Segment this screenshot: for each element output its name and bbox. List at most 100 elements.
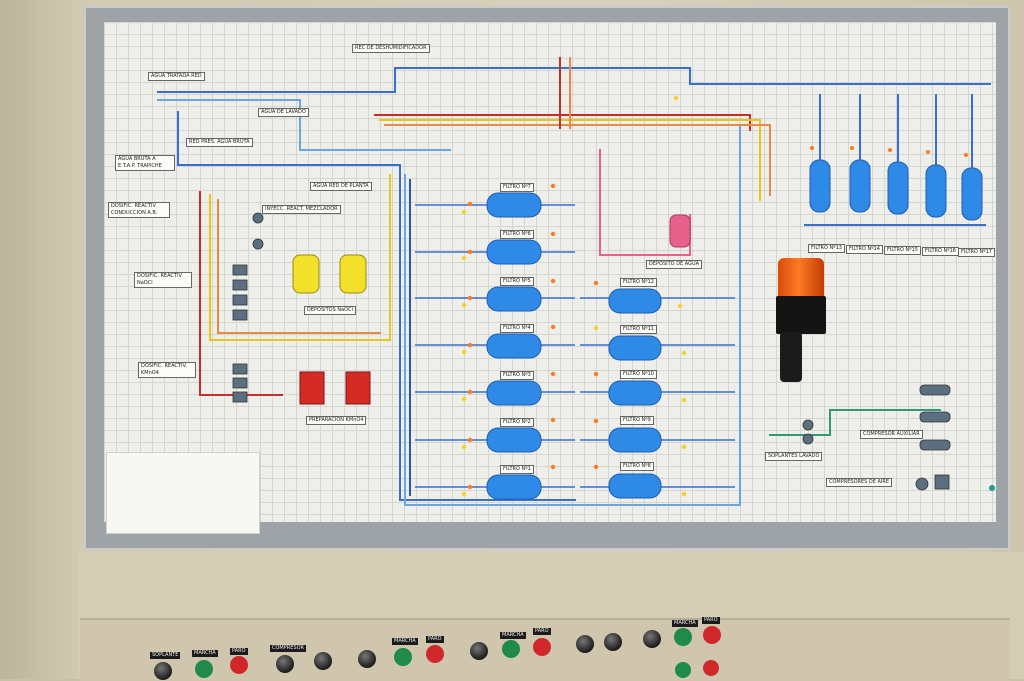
paper-notice xyxy=(106,452,260,534)
label-filtro-10: FILTRO Nº10 xyxy=(620,370,657,379)
tag-marcha-4: MARCHA xyxy=(672,620,698,627)
filter-tank-12 xyxy=(608,288,662,314)
mimic-diagram-board xyxy=(104,22,996,522)
filter-bank-right xyxy=(580,288,735,499)
naocl-tank-2 xyxy=(339,254,367,294)
pipe-yellow-line xyxy=(379,119,761,201)
filter-tank-1 xyxy=(486,474,542,500)
tag-compresor-1: COMPRESOR xyxy=(270,645,306,652)
selector-switch-1[interactable] xyxy=(154,662,172,680)
label-deposito-agua: DEPOSITO DE AGUA xyxy=(646,260,703,269)
label-filtro-9: FILTRO Nº9 xyxy=(620,416,654,425)
kmno4-tank-1 xyxy=(299,371,325,405)
pipe-kmno4 xyxy=(199,191,283,396)
label-inyecc-react: INYECC. REACT. MEZCLADOR xyxy=(262,205,341,214)
pumps xyxy=(232,212,951,491)
deposit-pink-tank xyxy=(669,214,691,248)
filter-tank-4 xyxy=(486,333,542,359)
label-filtro-15: FILTRO Nº15 xyxy=(884,246,921,255)
label-agua-lavado: AGUA DE LAVADO xyxy=(258,108,309,117)
filter-bank-left xyxy=(415,192,575,500)
pipe-treated-water xyxy=(157,99,451,151)
tag-paro-1: PARO xyxy=(230,648,248,655)
status-lamps xyxy=(461,95,995,497)
label-dosif-conduccion: DOSIFIC. REACTIV. CONDUCCION A.B. xyxy=(108,202,170,218)
carbon-filter-bank xyxy=(809,159,983,221)
kmno4-tank-2 xyxy=(345,371,371,405)
carbon-filter-15 xyxy=(887,161,909,215)
paro-button-5[interactable] xyxy=(703,660,719,676)
pipe-main-water xyxy=(157,67,991,93)
selector-switch-5[interactable] xyxy=(470,642,488,660)
pipe-orange-line xyxy=(384,124,771,196)
selector-switch-3[interactable] xyxy=(314,652,332,670)
beacon-mount xyxy=(780,332,802,382)
tag-paro-2: PARO xyxy=(426,636,444,643)
label-filtro-17: FILTRO Nº17 xyxy=(958,248,995,257)
warning-beacon-light xyxy=(778,258,824,298)
label-filtro-3: FILTRO Nº3 xyxy=(500,371,534,380)
label-filtro-5: FILTRO Nº5 xyxy=(500,277,534,286)
label-agua-bruta: AGUA BRUTA A E.T.A.P. TRAPICHE xyxy=(115,155,175,171)
label-rec-deshumidificador: REC DE DESHUMIDIFICADOR xyxy=(352,44,430,53)
carbon-filter-13 xyxy=(809,159,831,213)
label-filtro-1: FILTRO Nº1 xyxy=(500,465,534,474)
filter-tank-11 xyxy=(608,335,662,361)
tag-paro-3: PARO xyxy=(533,628,551,635)
marcha-button-5[interactable] xyxy=(675,662,691,678)
selector-switch-7[interactable] xyxy=(604,633,622,651)
carbon-filter-16 xyxy=(925,164,947,218)
pipe-carbon-inlets xyxy=(819,94,973,201)
marcha-button-4[interactable] xyxy=(674,628,692,646)
label-agua-red-planta: AGUA RED DE PLANTA xyxy=(310,182,372,191)
selector-switch-2[interactable] xyxy=(276,655,294,673)
filter-tank-6 xyxy=(486,239,542,265)
label-agua-tratada: AGUA TRATADA RED xyxy=(148,72,205,81)
filter-tank-10 xyxy=(608,380,662,406)
tag-soplante-1: SOPLANTE xyxy=(150,652,181,659)
label-filtro-14: FILTRO Nº14 xyxy=(846,245,883,254)
paro-button-4[interactable] xyxy=(703,626,721,644)
marcha-button-2[interactable] xyxy=(394,648,412,666)
tag-marcha-1: MARCHA xyxy=(192,650,218,657)
filter-tank-9 xyxy=(608,427,662,453)
filter-tank-7 xyxy=(486,192,542,218)
filter-tank-2 xyxy=(486,427,542,453)
carbon-filter-14 xyxy=(849,159,871,213)
label-filtro-4: FILTRO Nº4 xyxy=(500,324,534,333)
label-filtro-2: FILTRO Nº2 xyxy=(500,418,534,427)
paro-button-3[interactable] xyxy=(533,638,551,656)
tag-marcha-3: MARCHA xyxy=(500,632,526,639)
label-dosif-kmno4: DOSIFIC. REACTIV. KMnO4 xyxy=(138,362,196,378)
tag-paro-4: PARO xyxy=(702,617,720,624)
pipe-red-line xyxy=(374,114,751,131)
naocl-tank-1 xyxy=(292,254,320,294)
selector-switch-8[interactable] xyxy=(643,630,661,648)
label-filtro-16: FILTRO Nº16 xyxy=(922,247,959,256)
beacon-base xyxy=(776,296,826,334)
label-filtro-12: FILTRO Nº12 xyxy=(620,278,657,287)
paro-button-2[interactable] xyxy=(426,645,444,663)
filter-tank-3 xyxy=(486,380,542,406)
pipe-wash-return xyxy=(404,124,741,506)
label-red-pres: RED PRES. AGUA BRUTA xyxy=(186,138,253,147)
carbon-filter-17 xyxy=(961,167,983,221)
label-filtro-13: FILTRO Nº13 xyxy=(808,244,845,253)
label-depositos-naocl: DEPOSITOS NaOCl xyxy=(304,306,356,315)
pipe-naocl-2 xyxy=(217,199,381,334)
label-filtro-7: FILTRO Nº7 xyxy=(500,183,534,192)
marcha-button-3[interactable] xyxy=(502,640,520,658)
selector-switch-6[interactable] xyxy=(576,635,594,653)
tag-marcha-2: MARCHA xyxy=(392,638,418,645)
pipe-raw-water xyxy=(177,111,576,501)
filter-tank-8 xyxy=(608,473,662,499)
paro-button-1[interactable] xyxy=(230,656,248,674)
pipe-naocl xyxy=(209,174,391,341)
label-filtro-11: FILTRO Nº11 xyxy=(620,325,657,334)
label-preparacion-kmno4: PREPARACION KMnO4 xyxy=(306,416,367,425)
label-dosif-naocl: DOSIFIC. REACTIV. NaOCl xyxy=(134,272,192,288)
label-filtro-8: FILTRO Nº8 xyxy=(620,462,654,471)
selector-switch-4[interactable] xyxy=(358,650,376,668)
marcha-button-1[interactable] xyxy=(195,660,213,678)
